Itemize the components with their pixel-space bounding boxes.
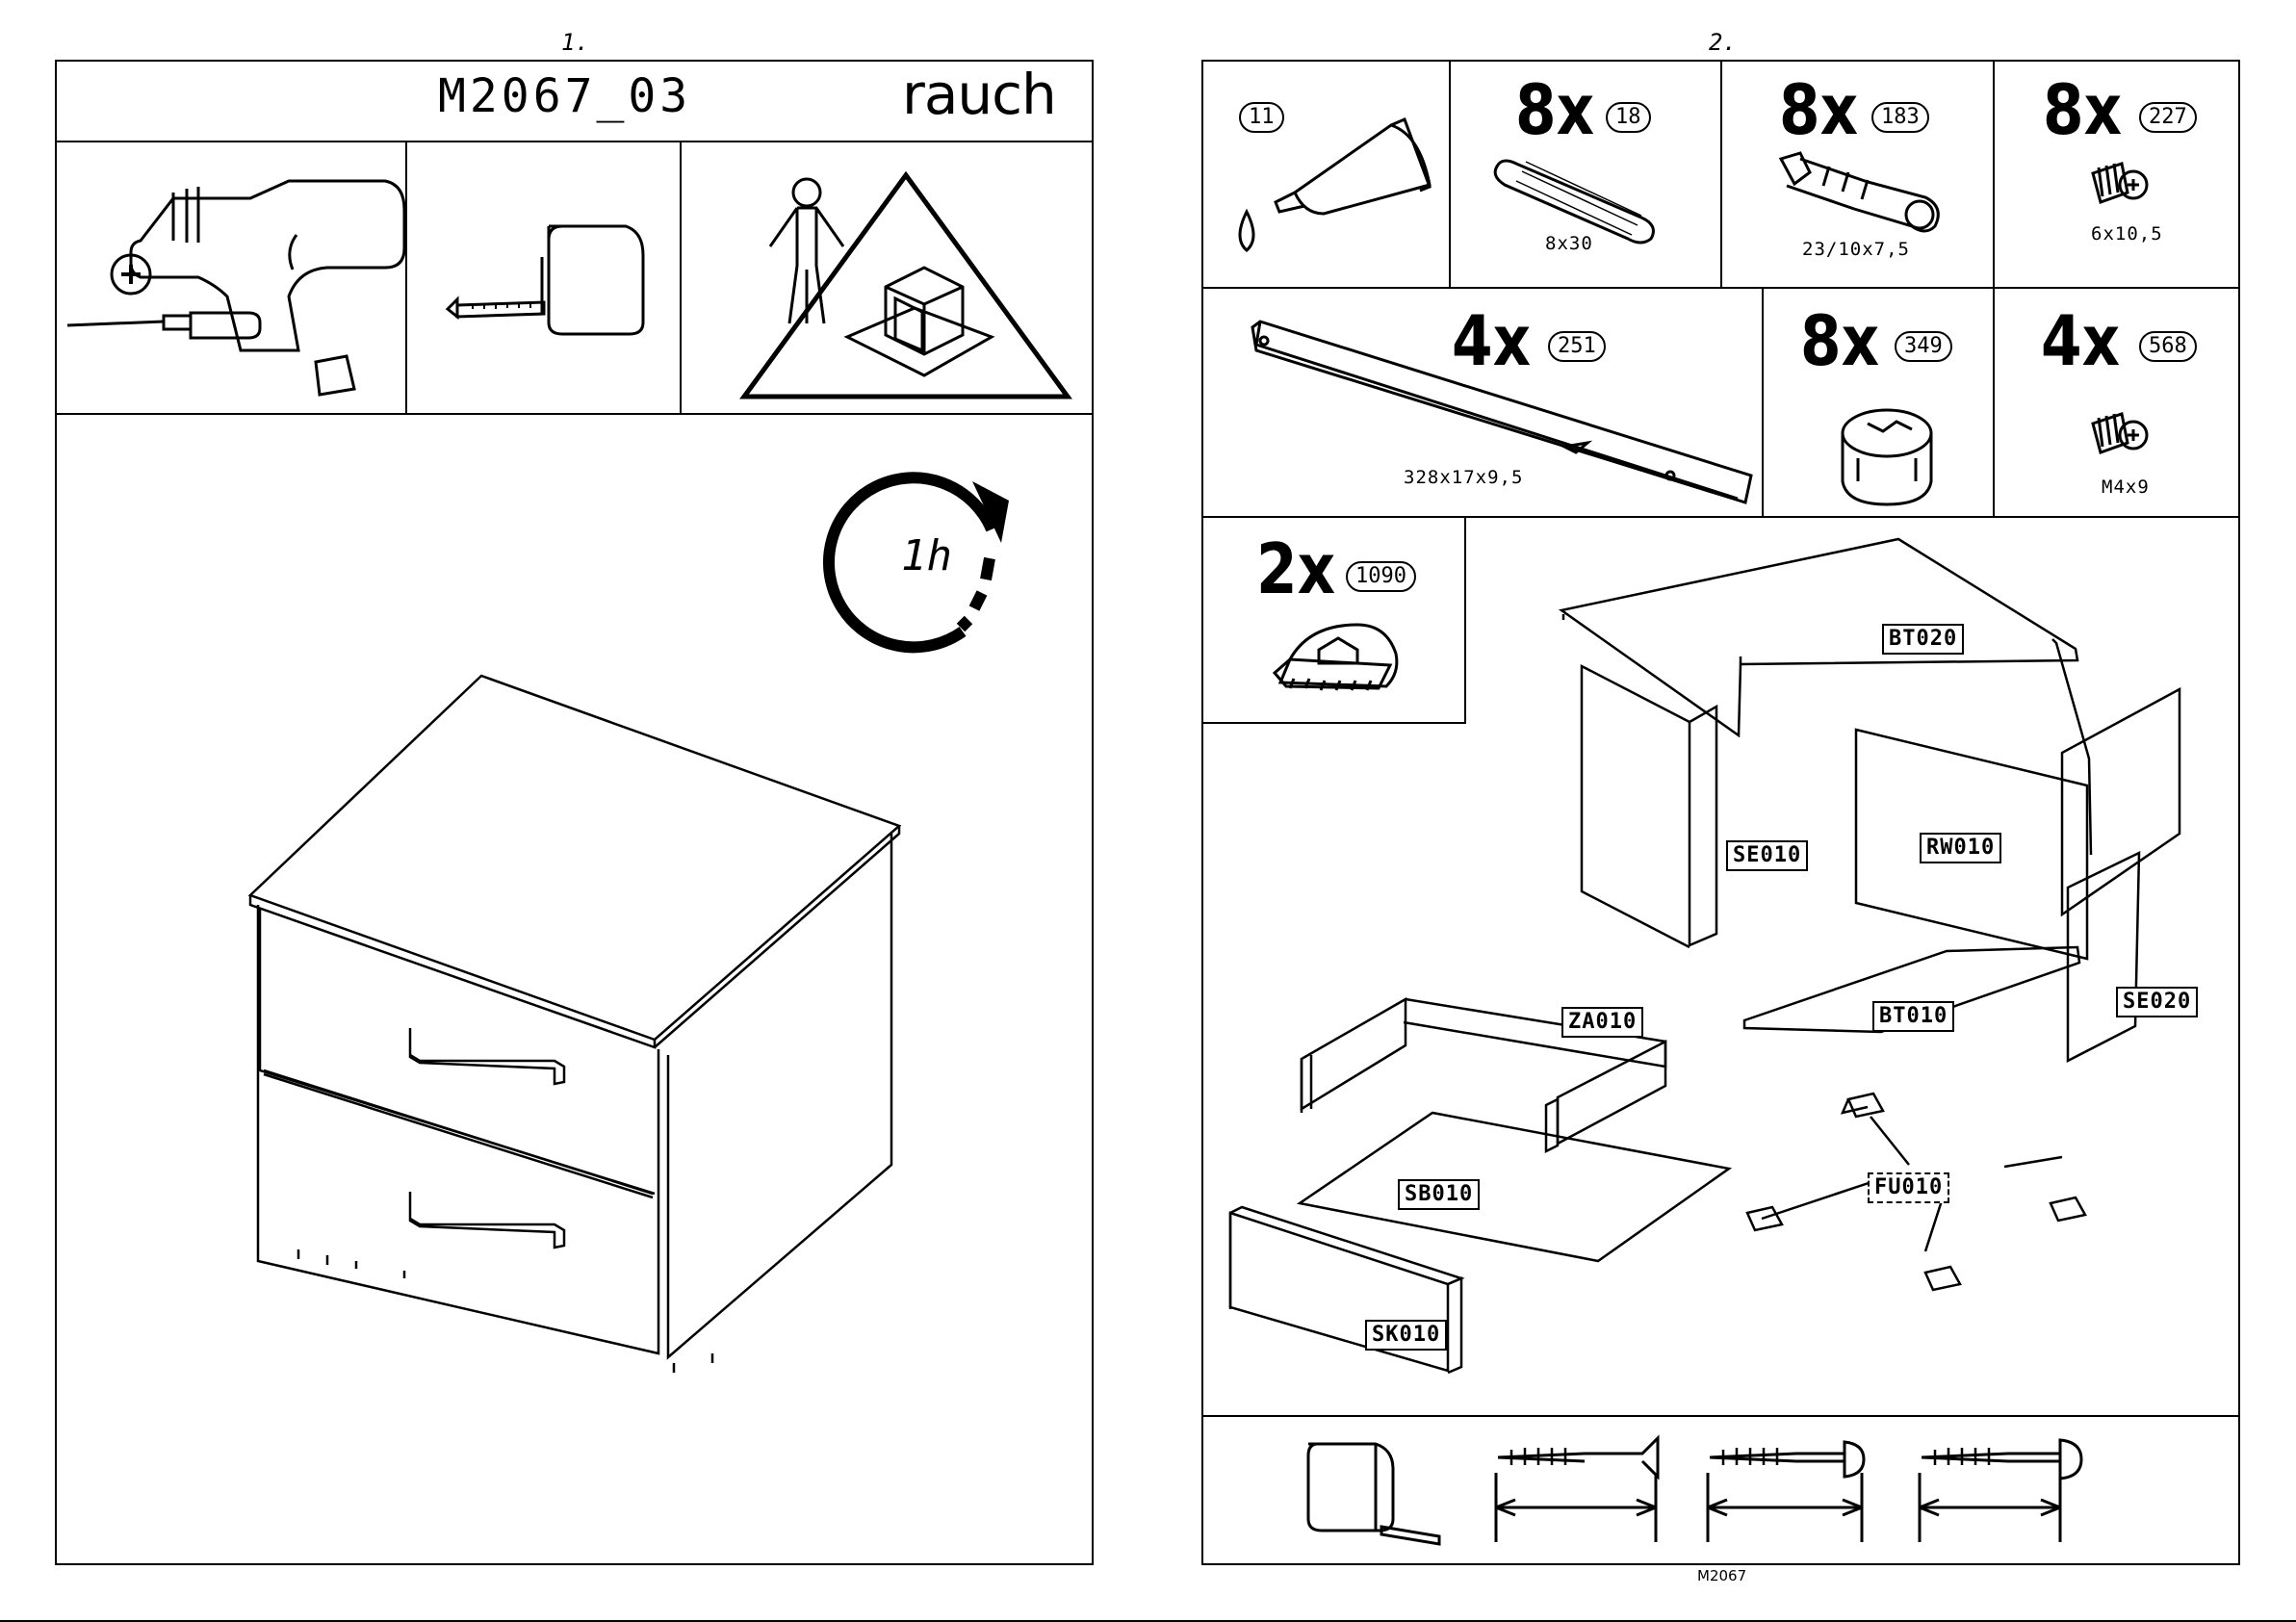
divider <box>1762 287 1764 516</box>
part-quantity: 8x <box>2043 75 2122 144</box>
tape-measure-icon <box>1295 1434 1468 1550</box>
cam-bolt-icon <box>1762 140 1954 245</box>
panel-label: SE020 <box>2116 987 2198 1017</box>
part-number: 183 <box>1871 102 1929 133</box>
part-quantity: 8x <box>1800 306 1879 375</box>
divider <box>55 141 1094 142</box>
panel-label: RW010 <box>1920 833 2001 863</box>
screw-length-icon <box>1916 1434 2089 1540</box>
divider <box>55 413 1094 415</box>
panel-label: FU010 <box>1868 1172 1949 1203</box>
part-number: 227 <box>2139 102 2197 133</box>
panel-label: ZA010 <box>1561 1007 1643 1038</box>
panel-label: SE010 <box>1726 840 1808 871</box>
part-quantity: 8x <box>1515 75 1594 144</box>
part-number: 349 <box>1895 331 1952 362</box>
warning-triangle-icon <box>741 173 1069 404</box>
divider <box>1993 60 1995 516</box>
model-title: M2067_03 <box>438 69 691 123</box>
divider <box>1201 1415 2240 1417</box>
part-dimension: 8x30 <box>1545 233 1593 254</box>
panel-label: BT010 <box>1872 1001 1954 1032</box>
panel-label: BT020 <box>1882 624 1964 655</box>
screw-length-icon <box>1704 1434 1877 1540</box>
divider <box>1720 60 1722 288</box>
divider <box>680 141 682 414</box>
panel-label: SB010 <box>1398 1179 1480 1210</box>
screw-length-icon <box>1492 1434 1665 1540</box>
nightstand-illustration <box>250 674 905 1377</box>
part-dimension: 23/10x7,5 <box>1802 239 1910 260</box>
glue-tube-icon <box>1237 96 1439 250</box>
divider <box>1201 516 2240 518</box>
divider <box>1449 60 1451 288</box>
part-dimension: 6x10,5 <box>2091 223 2163 245</box>
tape-measure-icon <box>448 217 659 342</box>
part-dimension: 328x17x9,5 <box>1404 467 1523 488</box>
screw-icon <box>2089 154 2156 212</box>
drill-icon <box>58 154 395 404</box>
part-quantity: 4x <box>2041 306 2120 375</box>
machine-screw-icon <box>2089 404 2156 462</box>
divider <box>405 141 407 414</box>
part-quantity: 8x <box>1779 75 1858 144</box>
page-number: 1. <box>561 29 589 56</box>
page-number: 2. <box>1709 29 1737 56</box>
part-number: 18 <box>1606 102 1651 133</box>
cam-lock-icon <box>1839 404 1935 510</box>
footer-code: M2067 <box>1697 1567 1746 1584</box>
brand-logo: rauch <box>902 62 1056 127</box>
part-number: 568 <box>2139 331 2197 362</box>
duration-label: 1h <box>901 531 952 580</box>
panel-label: SK010 <box>1365 1320 1447 1351</box>
part-dimension: M4x9 <box>2102 476 2150 498</box>
exploded-view-diagram <box>1213 539 2233 1405</box>
